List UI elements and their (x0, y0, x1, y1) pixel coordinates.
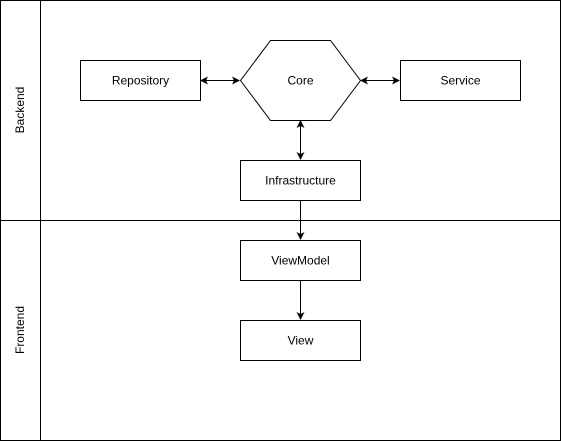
node-infrastructure[interactable]: Infrastructure (240, 160, 361, 201)
node-view[interactable]: View (240, 320, 361, 361)
edges (200, 76, 400, 320)
node-infrastructure-label: Infrastructure (265, 174, 336, 188)
node-viewmodel[interactable]: ViewModel (240, 240, 361, 281)
node-service-box (400, 60, 521, 101)
node-repository[interactable]: Repository (80, 60, 201, 101)
lane-backend-label: Backend (13, 87, 27, 134)
node-view-label: View (288, 334, 314, 348)
node-core[interactable]: Core (239, 40, 362, 121)
lane-frontend-label: Frontend (13, 306, 27, 354)
node-repository-box (80, 60, 201, 101)
node-core-label: Core (287, 74, 313, 88)
node-viewmodel-label: ViewModel (271, 254, 329, 268)
node-repository-label: Repository (112, 74, 169, 88)
node-core-hexagon (239, 40, 362, 121)
node-service[interactable]: Service (400, 60, 521, 101)
node-service-label: Service (440, 74, 480, 88)
node-infrastructure-box (240, 160, 361, 201)
node-view-box (240, 320, 361, 361)
node-viewmodel-box (240, 240, 361, 281)
